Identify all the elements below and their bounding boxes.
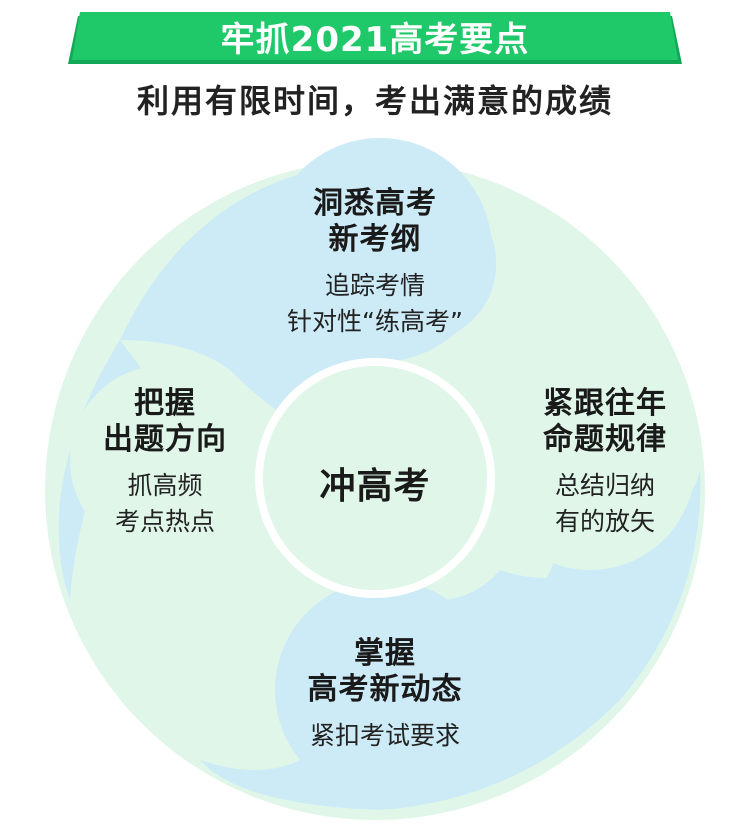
section-top-heading-1: 洞悉高考 xyxy=(313,186,437,221)
section-top-desc-1: 追踪考情 xyxy=(324,271,425,300)
section-bottom-heading-2: 高考新动态 xyxy=(307,672,463,707)
left-lobe xyxy=(70,365,260,555)
section-top-heading-2: 新考纲 xyxy=(328,222,422,257)
page-subtitle: 利用有限时间，考出满意的成绩 xyxy=(136,82,613,120)
section-top-desc-2: 针对性“练高考” xyxy=(287,307,463,336)
section-right: 紧跟往年 命题规律 总结归纳 有的放矢 xyxy=(505,386,705,540)
center-label: 冲高考 xyxy=(319,466,431,507)
center-ring-inner xyxy=(263,366,487,590)
right-lobe xyxy=(485,360,695,570)
bottom-lobe xyxy=(275,580,495,800)
page-title: 牢抓2021高考要点 xyxy=(220,20,530,60)
section-left-heading-2: 出题方向 xyxy=(103,422,227,457)
section-bottom-desc-1: 紧扣考试要求 xyxy=(309,721,460,750)
section-top: 洞悉高考 新考纲 追踪考情 针对性“练高考” xyxy=(250,186,500,340)
title-banner: 牢抓2021高考要点 xyxy=(68,12,682,68)
banner-shape xyxy=(68,12,682,64)
section-bottom: 掌握 高考新动态 紧扣考试要求 xyxy=(270,636,500,754)
top-lobe xyxy=(268,138,492,362)
section-right-desc-2: 有的放矢 xyxy=(554,507,655,536)
section-left-heading-1: 把握 xyxy=(134,386,196,421)
section-right-heading-1: 紧跟往年 xyxy=(543,386,667,421)
section-left-desc-1: 抓高频 xyxy=(127,471,203,500)
section-right-heading-2: 命题规律 xyxy=(543,422,667,457)
section-left-desc-2: 考点热点 xyxy=(114,507,215,536)
section-bottom-heading-1: 掌握 xyxy=(354,636,416,671)
section-left: 把握 出题方向 抓高频 考点热点 xyxy=(70,386,260,540)
section-right-desc-1: 总结归纳 xyxy=(554,471,655,500)
